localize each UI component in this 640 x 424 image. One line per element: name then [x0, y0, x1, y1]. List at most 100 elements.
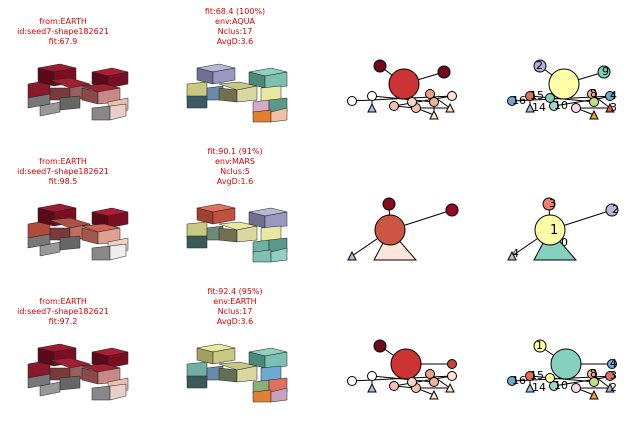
- cluster-label: 4: [512, 247, 519, 260]
- cluster-label: 3: [610, 101, 617, 114]
- graph-node: [550, 348, 582, 380]
- graph-node: [367, 382, 377, 393]
- row3-earth-voxel-shape: [27, 343, 129, 401]
- graph-node: [571, 103, 581, 113]
- graph-node: [347, 96, 357, 106]
- graph-node: [525, 102, 535, 113]
- row3-cluster-graph-env: 1 4 16 15 8 3 14 10 2: [507, 339, 617, 400]
- cluster-label: 8: [590, 87, 597, 100]
- cluster-label: 16: [512, 374, 526, 387]
- row3-env-voxel-shape: [186, 343, 288, 403]
- graph-node: [425, 369, 435, 379]
- graph-node: [382, 197, 396, 211]
- graph-node: [373, 339, 387, 353]
- graph-node: [407, 97, 417, 107]
- row2-earth-caption: from:EARTH id:seed7-shape182621 fit:98.5: [17, 157, 109, 186]
- graph-node: [429, 377, 439, 387]
- graph-node: [429, 389, 439, 400]
- graph-node: [548, 68, 580, 100]
- row3-cluster-graph-earth: [347, 339, 457, 400]
- graph-node: [447, 371, 457, 381]
- cluster-label: 8: [590, 367, 597, 380]
- cluster-label: 15: [530, 369, 544, 382]
- graph-node: [373, 59, 387, 73]
- row1-env-caption: fit:68.4 (100%) env:AQUA Nclus:17 AvgD:3…: [204, 7, 266, 46]
- graph-node: [589, 377, 599, 387]
- row3-earth-caption: from:EARTH id:seed7-shape182621 fit:97.2: [17, 297, 109, 326]
- graph-node: [374, 214, 406, 246]
- cluster-label: 1: [536, 339, 543, 352]
- graph-node: [549, 101, 559, 111]
- graph-node: [534, 214, 566, 246]
- row1-cluster-graph-env: 2 9 16 15 8 4 14 10 3: [507, 59, 617, 120]
- cluster-label: 4: [610, 89, 617, 102]
- row2-earth-voxel-shape: [27, 203, 129, 261]
- graph-node: [607, 359, 617, 369]
- graph-node: [525, 382, 535, 393]
- graph-node: [429, 109, 439, 120]
- graph-node: [373, 229, 418, 261]
- graph-node: [525, 371, 535, 381]
- graph-node: [589, 389, 599, 400]
- cluster-label: 2: [610, 381, 617, 394]
- graph-node: [545, 93, 555, 103]
- graph-node: [347, 250, 357, 261]
- row1-cluster-graph-earth: [347, 59, 457, 120]
- graph-node: [605, 382, 615, 393]
- graph-node: [549, 381, 559, 391]
- graph-node: [447, 91, 457, 101]
- graph-node: [389, 101, 399, 111]
- graph-node: [605, 371, 615, 381]
- graph-node: [542, 197, 556, 211]
- graph-node: [507, 250, 517, 261]
- row2-cluster-graph-earth: [347, 197, 459, 261]
- row1-earth-voxel-shape: [27, 63, 129, 121]
- cluster-label: 10: [554, 379, 568, 392]
- graph-node: [367, 91, 377, 101]
- cluster-label: 15: [530, 89, 544, 102]
- cluster-label: 1: [550, 223, 558, 238]
- graph-node: [589, 97, 599, 107]
- graph-node: [597, 65, 611, 79]
- graph-node: [605, 203, 619, 217]
- graph-node: [367, 102, 377, 113]
- graph-node: [390, 348, 422, 380]
- graph-node: [533, 59, 547, 73]
- cluster-label: 14: [532, 381, 546, 394]
- cluster-label: 9: [602, 65, 609, 78]
- graph-node: [533, 229, 578, 261]
- row2-env-caption: fit:90.1 (91%) env:MARS Nclus:5 AvgD:1.6: [207, 147, 263, 186]
- graph-node: [507, 96, 517, 106]
- graph-node: [589, 109, 599, 120]
- row3-env-caption: fit:92.4 (95%) env:EARTH Nclus:17 AvgD:3…: [207, 287, 263, 326]
- graph-node: [445, 382, 455, 393]
- graph-node: [425, 89, 435, 99]
- graph-node: [347, 376, 357, 386]
- row2-cluster-graph-env: 3 2 1 0 4: [507, 197, 619, 261]
- graph-node: [445, 102, 455, 113]
- cluster-label: 4: [610, 357, 617, 370]
- graph-node: [533, 339, 547, 353]
- graph-node: [407, 377, 417, 387]
- graph-node: [367, 371, 377, 381]
- cluster-label: 3: [549, 197, 556, 210]
- row2-env-voxel-shape: [186, 203, 288, 263]
- cluster-label: 14: [532, 101, 546, 114]
- cluster-label: 2: [612, 203, 619, 216]
- graph-node: [429, 97, 439, 107]
- cluster-label: 16: [512, 94, 526, 107]
- graph-node: [571, 383, 581, 393]
- graph-node: [445, 203, 459, 217]
- graph-node: [605, 91, 615, 101]
- cluster-label: 3: [610, 369, 617, 382]
- graph-node: [525, 91, 535, 101]
- graph-node: [507, 376, 517, 386]
- cluster-label: 10: [554, 99, 568, 112]
- row1-earth-caption: from:EARTH id:seed7-shape182621 fit:67.9: [17, 17, 109, 46]
- cluster-label: 0: [561, 236, 568, 249]
- graph-node: [389, 381, 399, 391]
- graph-node: [545, 373, 555, 383]
- graph-node: [388, 68, 420, 100]
- graph-node: [447, 359, 457, 369]
- graph-node: [605, 102, 615, 113]
